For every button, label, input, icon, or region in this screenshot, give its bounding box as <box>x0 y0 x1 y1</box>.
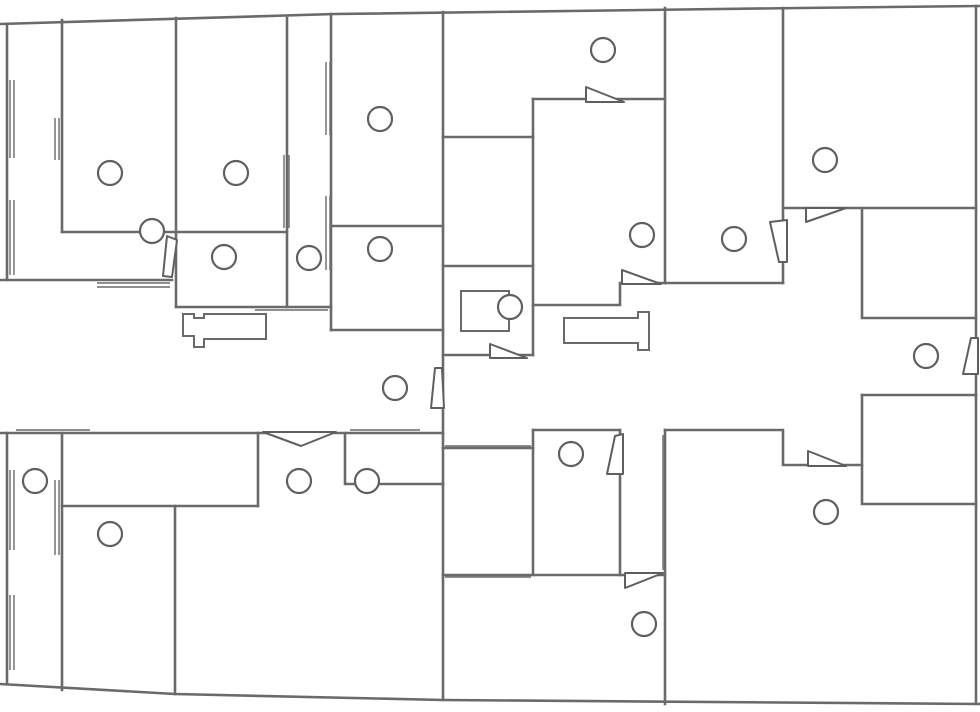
door-2 <box>262 431 337 447</box>
room-marker <box>589 36 617 64</box>
door-3 <box>489 343 528 359</box>
room-marker <box>285 467 313 495</box>
door-10 <box>606 433 624 475</box>
outer-wall-left-upper <box>0 22 9 282</box>
room-marker <box>96 159 124 187</box>
room-marker <box>381 374 409 402</box>
door-7 <box>769 219 788 263</box>
door-6 <box>621 269 662 285</box>
door-5 <box>585 86 625 103</box>
door-8 <box>805 207 847 223</box>
room-marker <box>138 217 166 245</box>
counter-right <box>563 311 650 351</box>
room-marker <box>210 243 238 271</box>
fixtures <box>182 290 650 351</box>
outer-wall-bottom <box>0 682 980 706</box>
room-marker <box>720 225 748 253</box>
room-marker <box>366 235 394 263</box>
door-9 <box>962 337 979 375</box>
room-marker <box>222 159 250 187</box>
room-marker <box>812 498 840 526</box>
room-marker <box>21 467 49 495</box>
door-1 <box>162 235 178 278</box>
room-marker <box>366 105 394 133</box>
room-marker <box>557 440 585 468</box>
outer-wall-left-lower <box>0 431 9 686</box>
windows <box>9 62 664 670</box>
room-marker <box>295 244 323 272</box>
door-4 <box>430 367 445 409</box>
room-markers <box>21 36 940 638</box>
center-lower-block <box>441 393 978 706</box>
center-upper-block <box>441 6 978 450</box>
room-marker <box>630 610 658 638</box>
room-marker <box>811 146 839 174</box>
lower-left-block <box>5 431 445 696</box>
doors <box>162 86 979 589</box>
room-marker <box>96 520 124 548</box>
upper-left-block <box>5 12 445 332</box>
room-marker <box>912 342 940 370</box>
room-marker <box>628 221 656 249</box>
door-12 <box>807 450 847 467</box>
room-marker <box>496 293 524 321</box>
room-marker <box>353 467 381 495</box>
door-11 <box>624 572 664 589</box>
counter-left <box>182 313 267 348</box>
outer-wall-top <box>0 4 980 26</box>
